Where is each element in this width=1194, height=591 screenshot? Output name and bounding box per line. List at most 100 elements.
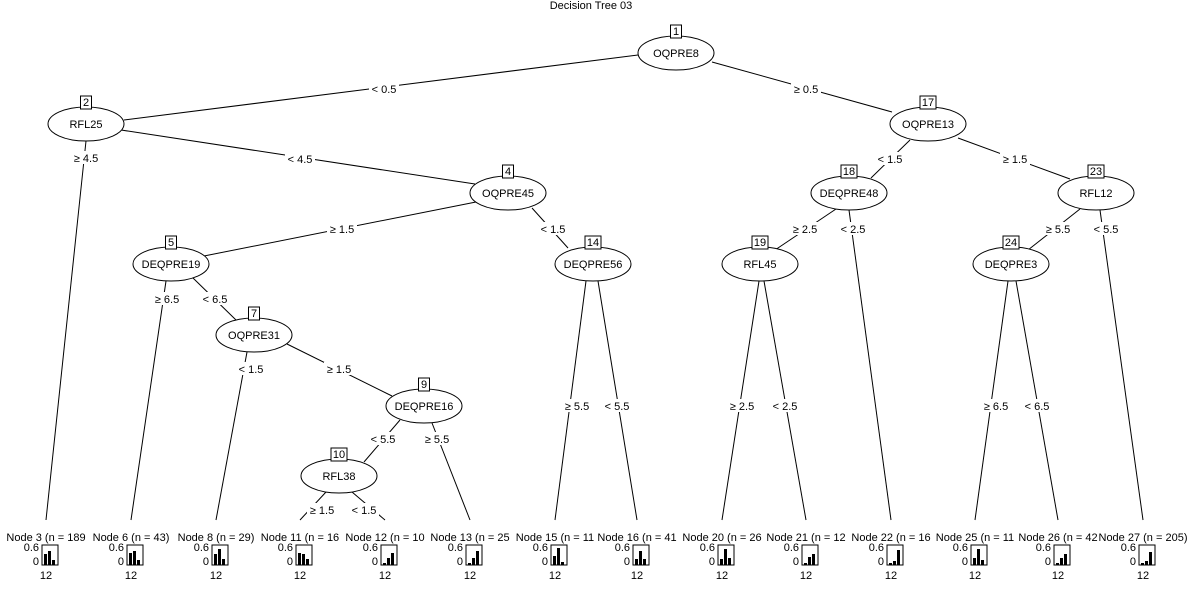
edge-label: ≥ 6.5 (984, 401, 1008, 413)
terminal-node-label: Node 22 (n = 16 (851, 532, 930, 544)
y-tick-top: 0.6 (700, 542, 715, 554)
node-id-box (840, 164, 858, 179)
edge-label-bg (285, 152, 315, 165)
terminal-bar (383, 563, 386, 565)
terminal-bar (129, 553, 132, 565)
edge-label-bg (307, 503, 337, 516)
y-tick-bottom: 0 (457, 556, 463, 568)
node-id: 9 (421, 379, 427, 391)
terminal-bar (981, 560, 984, 565)
terminal-bar (808, 557, 811, 565)
y-tick-top: 0.6 (363, 542, 378, 554)
edge-label: < 5.5 (605, 401, 630, 413)
node-variable-label: RFL25 (69, 119, 102, 131)
y-tick-bottom: 0 (1045, 556, 1051, 568)
terminal-bar (476, 551, 479, 565)
node-variable-label: DEQPRE56 (564, 259, 623, 271)
edge-label-bg (369, 82, 399, 95)
y-tick-top: 0.6 (109, 542, 124, 554)
terminal-bar (643, 559, 646, 565)
edge-label: ≥ 5.5 (565, 401, 589, 413)
chart-title: Decision Tree 03 (550, 0, 633, 12)
terminal-bar (812, 554, 815, 565)
terminal-bar (1056, 563, 1059, 565)
terminal-bar (553, 556, 556, 565)
terminal-bar (897, 550, 900, 565)
y-tick-top: 0.6 (869, 542, 884, 554)
node-id-box (165, 235, 177, 250)
y-tick-bottom: 0 (624, 556, 630, 568)
x-tick-label: 12 (464, 570, 476, 582)
edge-label: ≥ 0.5 (794, 84, 818, 96)
y-tick-bottom: 0 (1130, 556, 1136, 568)
y-tick-bottom: 0 (793, 556, 799, 568)
edge-label-bg (562, 399, 592, 412)
edge-label: ≥ 2.5 (730, 401, 754, 413)
node-id-box (919, 95, 937, 110)
y-tick-bottom: 0 (33, 556, 39, 568)
terminal-bar (1064, 554, 1067, 565)
edge-label-bg (368, 432, 398, 445)
terminal-bar (1149, 552, 1152, 565)
node-id: 24 (1005, 237, 1017, 249)
y-tick-top: 0.6 (953, 542, 968, 554)
terminal-node-label: Node 26 (n = 42 (1018, 532, 1097, 544)
node-variable-label: OQPRE8 (653, 48, 699, 60)
y-tick-bottom: 0 (709, 556, 715, 568)
node-id: 23 (1090, 166, 1102, 178)
terminal-bar (724, 549, 727, 565)
edge-label: ≥ 6.5 (155, 294, 179, 306)
terminal-node-label: Node 6 (n = 43) (93, 532, 170, 544)
tree-node-23: RFL12 23 (1057, 164, 1135, 211)
edge-label-bg (200, 292, 230, 305)
terminal-bar (52, 560, 55, 565)
edge-label: < 4.5 (288, 154, 313, 166)
terminal-bar (137, 560, 140, 565)
x-tick-label: 12 (549, 570, 561, 582)
edge-label-bg (1091, 222, 1121, 235)
y-tick-top: 0.6 (194, 542, 209, 554)
edge-label-bg (538, 222, 568, 235)
edge-label: ≥ 1.5 (327, 364, 351, 376)
node-variable-label: RFL12 (1079, 188, 1112, 200)
terminal-bar (218, 549, 221, 565)
edge-label-bg (790, 222, 820, 235)
terminal-bar (222, 559, 225, 565)
tree-edge (1099, 209, 1144, 521)
node-variable-label: DEQPRE19 (142, 259, 201, 271)
node-variable-label: DEQPRE3 (985, 259, 1038, 271)
terminal-node-label: Node 21 (n = 12 (766, 532, 845, 544)
terminal-bar (133, 551, 136, 565)
terminal-bar (973, 558, 976, 565)
x-tick-label: 12 (125, 570, 137, 582)
edge-label: < 2.5 (773, 401, 798, 413)
terminal-bar (639, 551, 642, 565)
node-id: 17 (922, 97, 934, 109)
terminal-bar (48, 551, 51, 565)
y-tick-top: 0.6 (1036, 542, 1051, 554)
node-id-box (80, 95, 92, 110)
x-tick-label: 12 (969, 570, 981, 582)
y-tick-top: 0.6 (615, 542, 630, 554)
node-id-box (584, 235, 602, 250)
edge-label-bg (981, 399, 1011, 412)
y-tick-bottom: 0 (542, 556, 548, 568)
terminal-bar (561, 562, 564, 565)
edge-label-bg (791, 82, 821, 95)
terminal-node-label: Node 3 (n = 189 (6, 532, 85, 544)
y-tick-bottom: 0 (203, 556, 209, 568)
edge-label-bg (422, 432, 452, 445)
terminal-bar (468, 563, 471, 565)
edge-label-bg (1000, 152, 1030, 165)
edge-label: ≥ 1.5 (330, 224, 354, 236)
x-tick-label: 12 (294, 570, 306, 582)
